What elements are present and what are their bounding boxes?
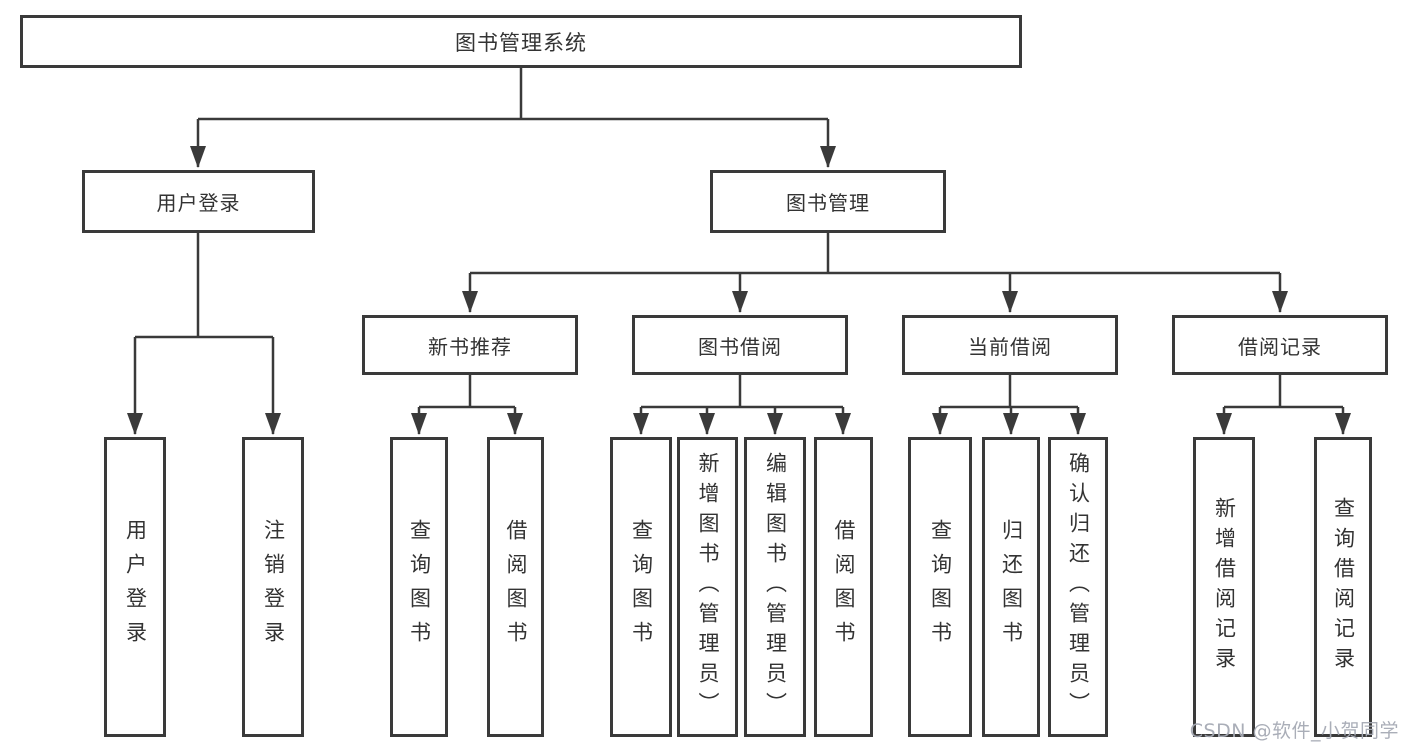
node-label: 新书推荐	[428, 334, 512, 359]
node-book-borrowing: 图书借阅	[632, 315, 848, 375]
leaf-query-borrow-record: 查询借阅记录	[1314, 437, 1372, 737]
leaf-label: 借阅图书	[504, 519, 528, 655]
connector-recommend-rail	[419, 375, 515, 409]
leaf-return-books: 归还图书	[982, 437, 1040, 737]
csdn-watermark: CSDN @软件_小贺同学	[1189, 720, 1399, 742]
node-borrowing-records: 借阅记录	[1172, 315, 1388, 375]
leaf-label: 借阅图书	[832, 519, 856, 655]
leaf-label: 用户登录	[123, 519, 148, 655]
node-label: 当前借阅	[968, 334, 1052, 359]
leaf-label: 编辑图书（管理员）	[763, 452, 788, 722]
connector-userlogin-rail	[135, 233, 273, 339]
leaf-query-books-borrowing: 查询图书	[610, 437, 672, 737]
node-label: 图书借阅	[698, 334, 782, 359]
node-root: 图书管理系统	[20, 15, 1022, 68]
leaf-user-login: 用户登录	[104, 437, 166, 737]
node-user-login: 用户登录	[82, 170, 315, 233]
node-label: 用户登录	[156, 191, 241, 215]
leaf-borrow-books-borrowing: 借阅图书	[814, 437, 873, 737]
leaf-add-borrow-record: 新增借阅记录	[1193, 437, 1255, 737]
leaf-query-books-current: 查询图书	[908, 437, 972, 737]
leaf-label: 新增借阅记录	[1212, 497, 1237, 677]
node-label: 图书管理	[786, 191, 870, 215]
node-new-book-recommend: 新书推荐	[362, 315, 578, 375]
leaf-label: 查询图书	[407, 519, 432, 655]
node-current-borrowing: 当前借阅	[902, 315, 1118, 375]
node-label: 图书管理系统	[455, 30, 587, 55]
leaf-borrow-books-recommend: 借阅图书	[487, 437, 544, 737]
leaf-logout-login: 注销登录	[242, 437, 304, 737]
node-book-management: 图书管理	[710, 170, 946, 233]
leaf-edit-books-admin: 编辑图书（管理员）	[744, 437, 806, 737]
leaf-confirm-return-admin: 确认归还（管理员）	[1048, 437, 1108, 737]
leaf-label: 归还图书	[999, 519, 1024, 655]
leaf-label: 新增图书（管理员）	[696, 452, 720, 722]
connector-bookmgmt-rail	[470, 233, 1280, 275]
leaf-label: 查询图书	[928, 519, 953, 655]
leaf-add-books-admin: 新增图书（管理员）	[677, 437, 738, 737]
leaf-label: 查询借阅记录	[1331, 497, 1356, 677]
leaf-label: 注销登录	[261, 519, 286, 655]
connector-records-rail	[1224, 375, 1343, 409]
connector-root-rail	[198, 68, 828, 121]
leaf-label: 查询图书	[629, 519, 654, 655]
connector-current-rail	[940, 375, 1078, 409]
node-label: 借阅记录	[1238, 334, 1322, 359]
leaf-label: 确认归还（管理员）	[1066, 452, 1091, 722]
connector-borrowing-rail	[641, 375, 843, 409]
leaf-query-books-recommend: 查询图书	[390, 437, 448, 737]
